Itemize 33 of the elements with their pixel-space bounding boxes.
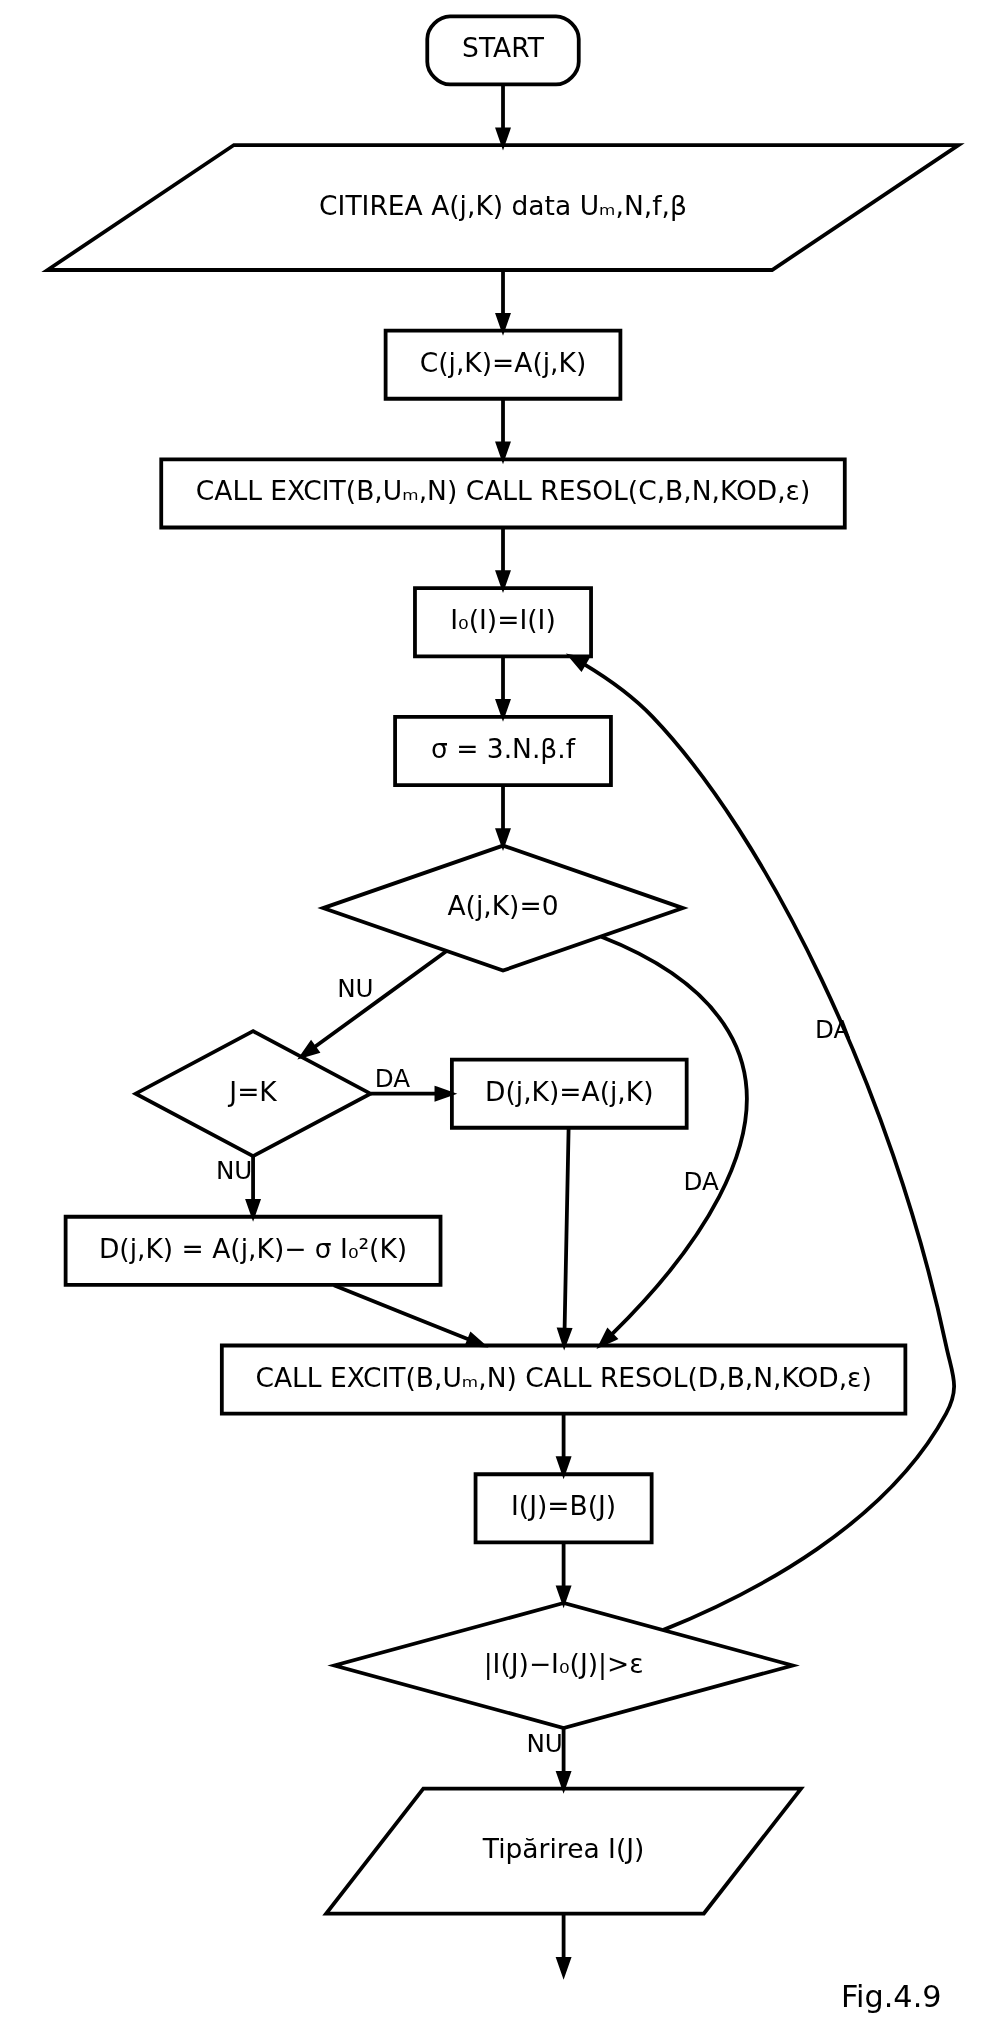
node-box: D(j,K) = A(j,K)− σ I₀²(K) <box>63 1214 443 1287</box>
arrow <box>555 1728 572 1794</box>
arrow <box>495 785 511 851</box>
node-box: I₀(I)=I(I) <box>413 586 593 659</box>
node-box: D(j,K)=A(j,K) <box>450 1057 689 1130</box>
node-diamond: |I(J)−I₀(J)|>ε <box>327 1601 800 1730</box>
node-box: σ = 3.N.β.f <box>393 714 613 787</box>
edge-label: DA <box>374 1063 411 1093</box>
edge-label: NU <box>526 1728 563 1758</box>
arrow <box>596 935 748 1350</box>
arrow <box>371 1085 458 1102</box>
arrow <box>495 528 511 593</box>
arrow <box>495 84 511 151</box>
arrow <box>555 1913 572 1980</box>
node-box: CALL EXCIT(B,Uₘ,N) CALL RESOL(D,B,N,KOD,ε) <box>219 1343 908 1416</box>
arrow <box>556 1127 573 1351</box>
arrow <box>495 656 511 722</box>
node-box: CALL EXCIT(B,Uₘ,N) CALL RESOL(C,B,N,KOD,ε) <box>159 457 847 530</box>
arrow <box>297 949 448 1060</box>
arrow <box>565 653 956 1632</box>
node-box: START <box>425 14 581 87</box>
arrow <box>333 1283 489 1348</box>
node-box: C(j,K)=A(j,K) <box>383 328 623 401</box>
arrow <box>495 399 511 465</box>
arrow <box>555 1414 572 1480</box>
arrow <box>245 1156 262 1222</box>
edge-label: DA <box>683 1166 719 1196</box>
caption: Fig.4.9 <box>840 1979 942 2015</box>
arrow <box>555 1542 572 1609</box>
arrow <box>495 270 511 336</box>
node-diamond: A(j,K)=0 <box>317 843 689 973</box>
node-box: I(J)=B(J) <box>473 1472 654 1545</box>
edge-label: NU <box>337 973 374 1003</box>
